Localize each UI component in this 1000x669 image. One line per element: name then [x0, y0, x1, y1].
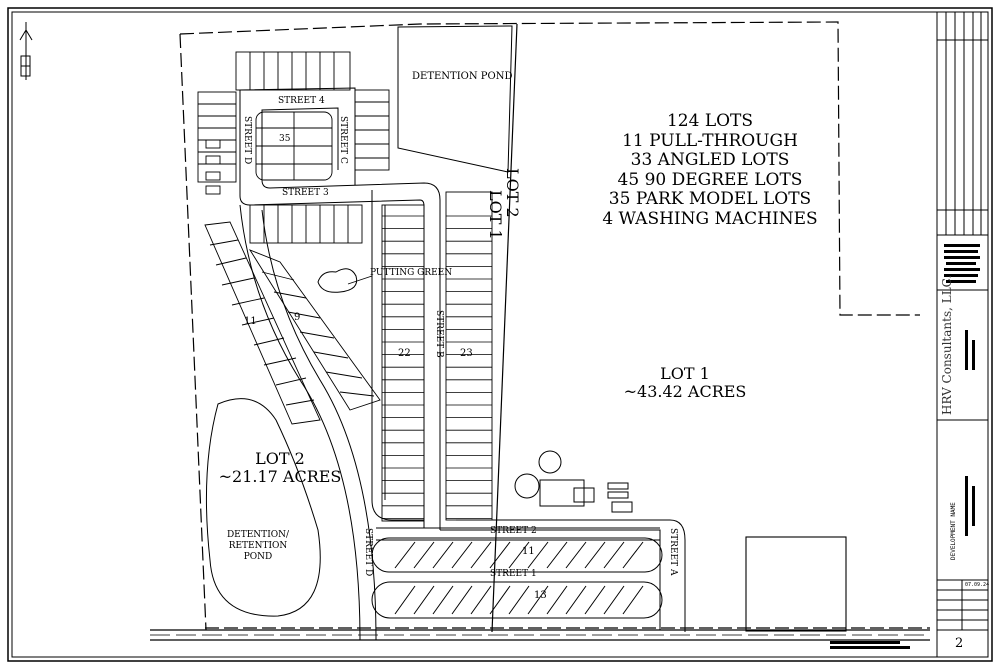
hatch-line — [451, 585, 473, 615]
hatch-line — [451, 541, 473, 569]
lot-divider-line — [491, 23, 518, 633]
hatch-line — [432, 541, 454, 569]
hatch-line — [489, 541, 511, 569]
outer-border — [7, 7, 993, 662]
hatch-line — [603, 541, 625, 569]
street-b-lots — [381, 191, 493, 522]
angled-lots-left — [204, 221, 381, 425]
hatch-line — [546, 585, 568, 615]
hatch-line — [622, 541, 644, 569]
hatch-line — [432, 585, 454, 615]
street3-lots — [249, 204, 363, 244]
hatch-line — [508, 541, 530, 569]
property-boundary — [179, 21, 930, 631]
detention-pond-top — [397, 25, 513, 173]
amenity-building — [514, 450, 633, 513]
hatch-line — [394, 541, 416, 569]
hatch-line — [565, 585, 587, 615]
hatch-line — [565, 541, 587, 569]
putting-green — [317, 268, 358, 293]
hatch-line — [413, 585, 435, 615]
putting-green-leader — [347, 275, 373, 285]
title-block-notes — [944, 244, 980, 283]
hatch-line — [394, 585, 416, 615]
park-model-block — [197, 51, 390, 195]
title-block-fine-print — [830, 330, 975, 649]
road-network — [239, 87, 686, 641]
north-arrow-icon — [19, 22, 33, 80]
bottom-lot-islands — [371, 537, 663, 619]
hatch-line — [527, 541, 549, 569]
hatch-line — [603, 585, 625, 615]
hatch-line — [527, 585, 549, 615]
road-ground-line — [150, 629, 930, 641]
detention-pond-left — [205, 398, 321, 617]
inner-border — [11, 11, 989, 658]
existing-building — [745, 536, 847, 632]
hatch-line — [622, 585, 644, 615]
hatch-line — [508, 585, 530, 615]
title-block — [936, 12, 988, 657]
street-b-lot-lines — [382, 215, 492, 519]
lot-hatching — [394, 541, 644, 615]
hatch-line — [470, 585, 492, 615]
hatch-line — [546, 541, 568, 569]
hatch-line — [584, 585, 606, 615]
hatch-line — [489, 585, 511, 615]
hatch-line — [470, 541, 492, 569]
hatch-line — [584, 541, 606, 569]
hatch-line — [413, 541, 435, 569]
